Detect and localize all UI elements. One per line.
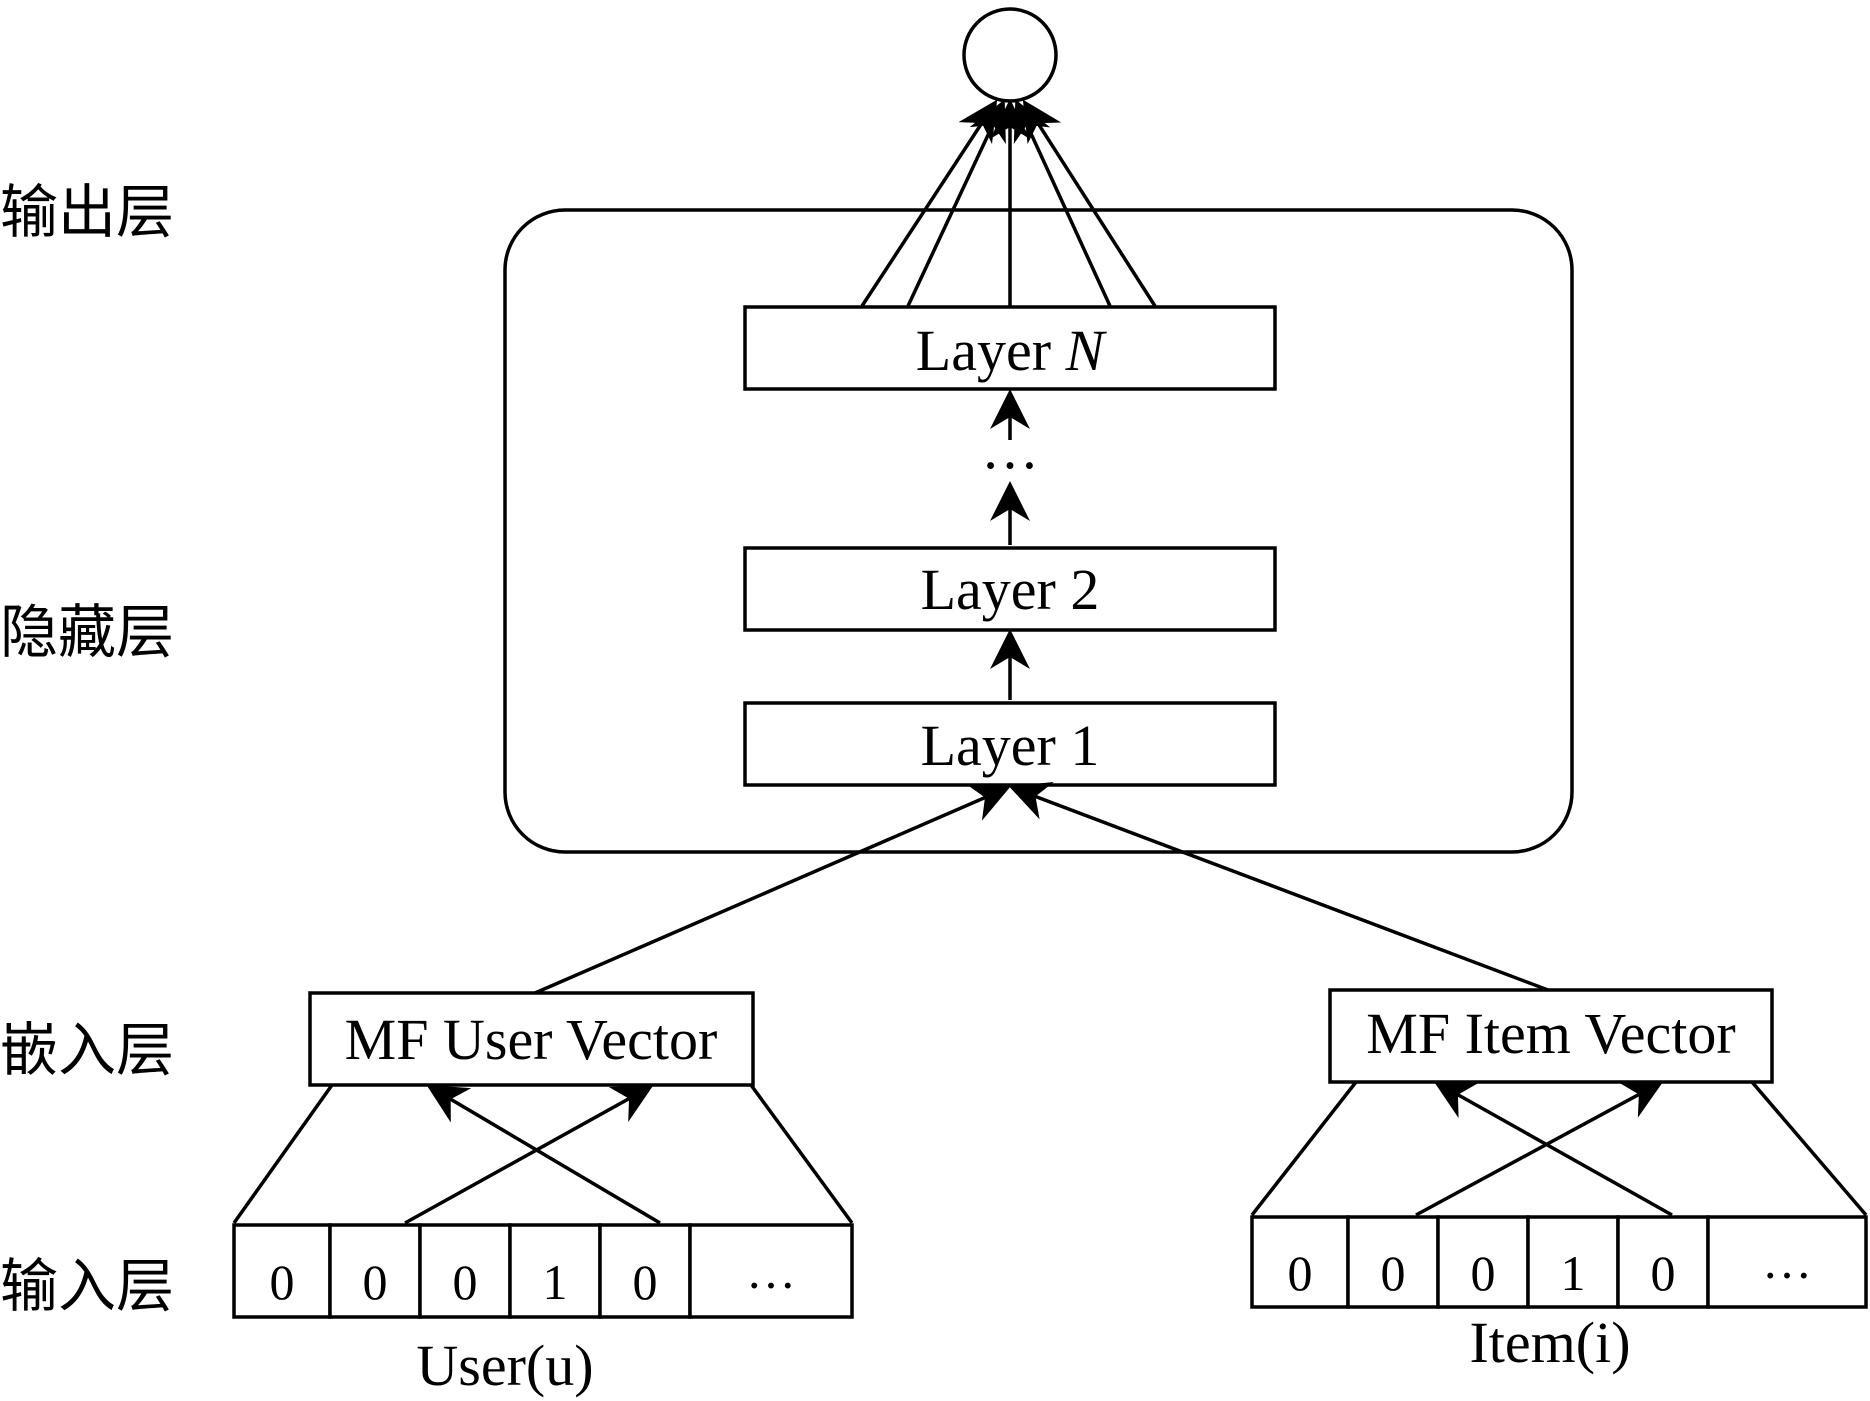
output-node bbox=[962, 7, 1058, 103]
user-edge-left bbox=[232, 1083, 334, 1225]
input-layer-label: 输入层 bbox=[0, 1254, 174, 1319]
user-input-vector: 0 0 0 1 0 … bbox=[232, 1223, 854, 1319]
item-edge-cross-1 bbox=[1433, 1081, 1673, 1217]
item-edge-cross-2 bbox=[1415, 1081, 1664, 1217]
user-input-value: 1 bbox=[543, 1254, 568, 1310]
hidden-layer-label: 隐藏层 bbox=[0, 600, 174, 665]
item-input-value: 1 bbox=[1561, 1245, 1586, 1301]
embedding-layer-label: 嵌入层 bbox=[0, 1018, 174, 1083]
layer-2-label: Layer 2 bbox=[921, 557, 1100, 622]
user-edge-cross-1 bbox=[426, 1084, 661, 1225]
item-input-cell bbox=[1346, 1215, 1440, 1309]
output-layer-label: 输出层 bbox=[0, 180, 174, 245]
mf-user-vector-box bbox=[308, 991, 755, 1087]
user-edge-cross-2 bbox=[404, 1085, 654, 1225]
user-input-value: 0 bbox=[633, 1254, 658, 1310]
output-edge-2 bbox=[906, 99, 1006, 307]
user-input-cell bbox=[598, 1223, 692, 1319]
user-input-caption: User(u) bbox=[416, 1333, 593, 1398]
hidden-layers-container bbox=[503, 208, 1574, 854]
user-input-value: 0 bbox=[270, 1254, 295, 1310]
user-input-cell bbox=[508, 1223, 602, 1319]
item-input-edges bbox=[1250, 1080, 1868, 1217]
item-input-value: 0 bbox=[1471, 1245, 1496, 1301]
output-edge-5 bbox=[1022, 99, 1157, 307]
item-edge-left bbox=[1250, 1080, 1358, 1217]
user-input-value: 0 bbox=[453, 1254, 478, 1310]
user-input-edges bbox=[232, 1083, 854, 1225]
item-input-cell bbox=[1526, 1215, 1620, 1309]
item-input-value: 0 bbox=[1288, 1245, 1313, 1301]
user-input-value: 0 bbox=[363, 1254, 388, 1310]
item-input-cell bbox=[1706, 1215, 1868, 1309]
user-vector-to-layer-1-edge bbox=[534, 783, 1011, 995]
item-input-vector: 0 0 0 1 0 … bbox=[1250, 1215, 1868, 1309]
mf-item-vector-box bbox=[1328, 988, 1774, 1084]
item-input-value: 0 bbox=[1651, 1245, 1676, 1301]
output-edge-4 bbox=[1013, 99, 1112, 307]
user-input-cell bbox=[418, 1223, 512, 1319]
item-input-cell bbox=[1436, 1215, 1530, 1309]
output-edges bbox=[860, 99, 1157, 307]
user-input-cell bbox=[688, 1223, 854, 1319]
hidden-ellipsis: … bbox=[981, 416, 1039, 481]
layer-n-box bbox=[743, 305, 1277, 391]
output-edge-1 bbox=[860, 99, 998, 307]
user-input-value: … bbox=[746, 1243, 796, 1299]
item-edge-right bbox=[1750, 1080, 1868, 1217]
item-input-value: 0 bbox=[1381, 1245, 1406, 1301]
mf-item-vector-label: MF Item Vector bbox=[1366, 1001, 1735, 1066]
item-input-value: … bbox=[1762, 1233, 1812, 1289]
mf-user-vector-label: MF User Vector bbox=[345, 1007, 718, 1072]
item-input-caption: Item(i) bbox=[1469, 1310, 1630, 1375]
user-edge-right bbox=[749, 1083, 854, 1225]
item-input-cell bbox=[1616, 1215, 1710, 1309]
item-vector-to-layer-1-edge bbox=[1009, 782, 1549, 992]
layer-1-label: Layer 1 bbox=[921, 713, 1100, 778]
layer-n-label: Layer N bbox=[916, 318, 1108, 383]
